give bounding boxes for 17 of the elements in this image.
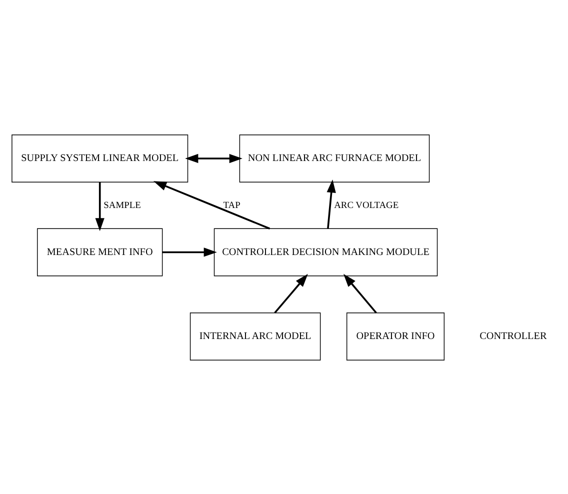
arrow — [274, 273, 308, 313]
label: CONTROLLER — [480, 330, 547, 342]
edge-label: ARC VOLTAGE — [334, 200, 399, 210]
arrow — [95, 182, 104, 231]
arrow — [162, 247, 217, 256]
node-box: INTERNAL ARC MODEL — [190, 312, 321, 360]
node-box: CONTROLLER DECISION MAKING MODULE — [214, 228, 438, 276]
edge-label: SAMPLE — [104, 200, 141, 210]
node-box: SUPPLY SYSTEM LINEAR MODEL — [12, 134, 188, 182]
arrow — [326, 179, 336, 228]
arrow — [185, 153, 242, 163]
node-box: MEASURE MENT INFO — [37, 228, 163, 276]
arrow — [343, 273, 377, 313]
edge-label: TAP — [223, 200, 240, 210]
arrow — [153, 180, 270, 229]
node-box: OPERATOR INFO — [346, 312, 445, 360]
node-box: NON LINEAR ARC FURNACE MODEL — [239, 134, 430, 182]
